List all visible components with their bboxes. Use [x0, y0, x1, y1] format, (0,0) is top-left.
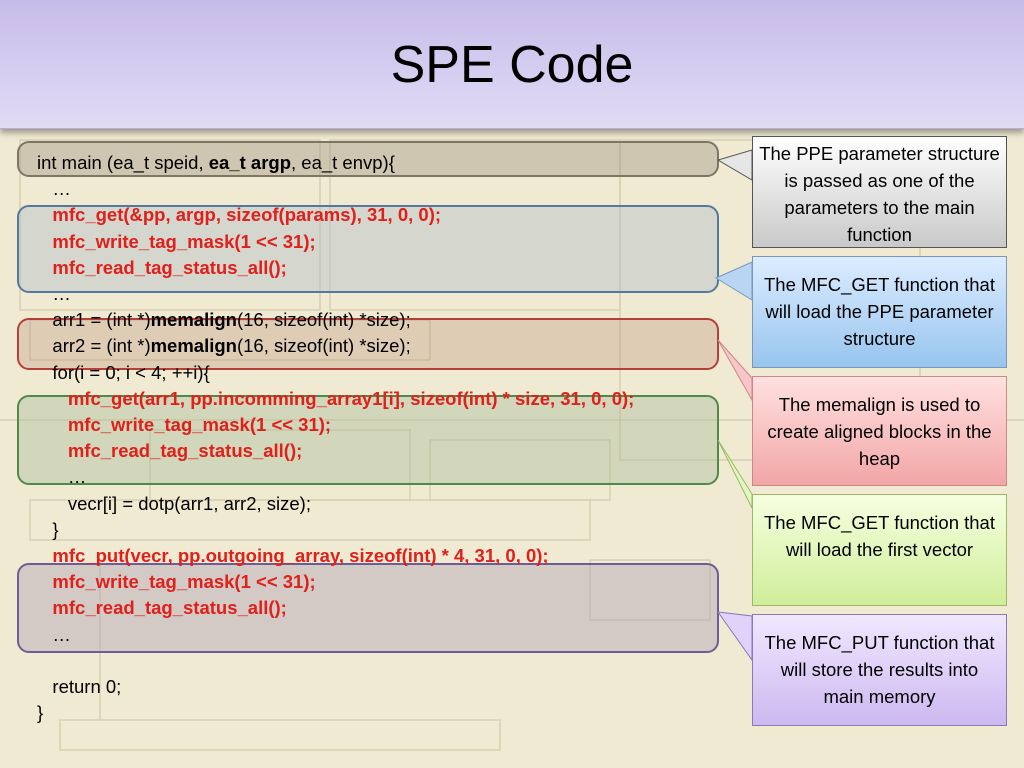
- code-segment: memalign: [150, 309, 237, 331]
- code-segment: mfc_put(vecr, pp.outgoing_array, sizeof(…: [37, 545, 549, 566]
- code-line: for(i = 0; i < 4; ++i){: [37, 360, 210, 386]
- code-segment: memalign: [150, 335, 237, 357]
- code-segment: …: [37, 178, 71, 200]
- code-line: mfc_write_tag_mask(1 << 31);: [37, 229, 316, 255]
- title-bar: SPE Code: [0, 0, 1024, 129]
- highlight-mfc-get-params: [17, 205, 719, 293]
- code-line: …: [37, 281, 71, 307]
- highlight-memalign: [17, 318, 719, 370]
- code-segment: for(i = 0; i < 4; ++i){: [37, 361, 210, 383]
- code-segment: mfc_write_tag_mask(1 << 31);: [37, 571, 316, 593]
- code-segment: , ea_t envp){: [291, 152, 395, 173]
- code-segment: mfc_get(arr1, pp.incomming_array1[i], si…: [37, 387, 635, 409]
- code-line: }: [37, 517, 59, 543]
- code-line: mfc_read_tag_status_all();: [37, 255, 287, 281]
- callout-memalign: The memalign is used to create aligned b…: [752, 376, 1007, 486]
- code-line: …: [37, 622, 71, 648]
- code-line: mfc_write_tag_mask(1 << 31);: [37, 569, 316, 595]
- code-segment: …: [37, 466, 87, 488]
- callout-ppe-param: The PPE parameter structure is passed as…: [752, 136, 1007, 248]
- code-segment: vecr[i] = dotp(arr1, arr2, size);: [37, 492, 311, 514]
- code-line: }: [37, 700, 43, 726]
- highlight-mfc-get-loop: [17, 395, 719, 485]
- slide-title: SPE Code: [390, 36, 634, 94]
- code-line: return 0;: [37, 674, 121, 700]
- code-line: mfc_write_tag_mask(1 << 31);: [37, 412, 331, 438]
- code-line: mfc_get(arr1, pp.incomming_array1[i], si…: [37, 386, 634, 412]
- code-segment: mfc_read_tag_status_all();: [37, 597, 287, 619]
- code-segment: …: [37, 283, 71, 304]
- code-line: mfc_get(&pp, argp, sizeof(params), 31, 0…: [37, 202, 441, 228]
- code-segment: }: [37, 702, 44, 724]
- code-segment: (16, sizeof(int) *size);: [236, 309, 411, 331]
- code-line: …: [37, 176, 71, 202]
- callout-mfc-get-vector: The MFC_GET function that will load the …: [752, 494, 1007, 606]
- code-segment: }: [37, 518, 59, 540]
- code-segment: mfc_write_tag_mask(1 << 31);: [37, 230, 316, 252]
- code-segment: return 0;: [37, 676, 122, 697]
- code-segment: mfc_write_tag_mask(1 << 31);: [37, 414, 332, 435]
- callout-mfc-put: The MFC_PUT function that will store the…: [752, 614, 1007, 726]
- code-segment: …: [37, 623, 71, 645]
- code-segment: mfc_read_tag_status_all();: [37, 440, 303, 462]
- code-segment: ea_t argp: [208, 152, 291, 173]
- code-line: arr1 = (int *)memalign(16, sizeof(int) *…: [37, 307, 411, 333]
- code-segment: int main (ea_t speid,: [37, 152, 209, 173]
- code-segment: mfc_read_tag_status_all();: [37, 256, 287, 278]
- code-segment: arr2 = (int *): [37, 335, 151, 357]
- code-line: …: [37, 464, 87, 490]
- code-segment: arr1 = (int *): [37, 309, 151, 331]
- highlight-main-signature: [17, 141, 719, 177]
- callout-mfc-get-param: The MFC_GET function that will load the …: [752, 256, 1007, 368]
- highlight-mfc-put: [17, 563, 719, 653]
- code-line: mfc_put(vecr, pp.outgoing_array, sizeof(…: [37, 543, 549, 569]
- code-line: vecr[i] = dotp(arr1, arr2, size);: [37, 491, 311, 517]
- code-segment: (16, sizeof(int) *size);: [236, 335, 411, 357]
- code-line: int main (ea_t speid, ea_t argp, ea_t en…: [37, 150, 395, 176]
- code-line: mfc_read_tag_status_all();: [37, 438, 302, 464]
- code-line: arr2 = (int *)memalign(16, sizeof(int) *…: [37, 333, 411, 359]
- code-line: mfc_read_tag_status_all();: [37, 595, 287, 621]
- code-segment: mfc_get(&pp, argp, sizeof(params), 31, 0…: [37, 204, 442, 226]
